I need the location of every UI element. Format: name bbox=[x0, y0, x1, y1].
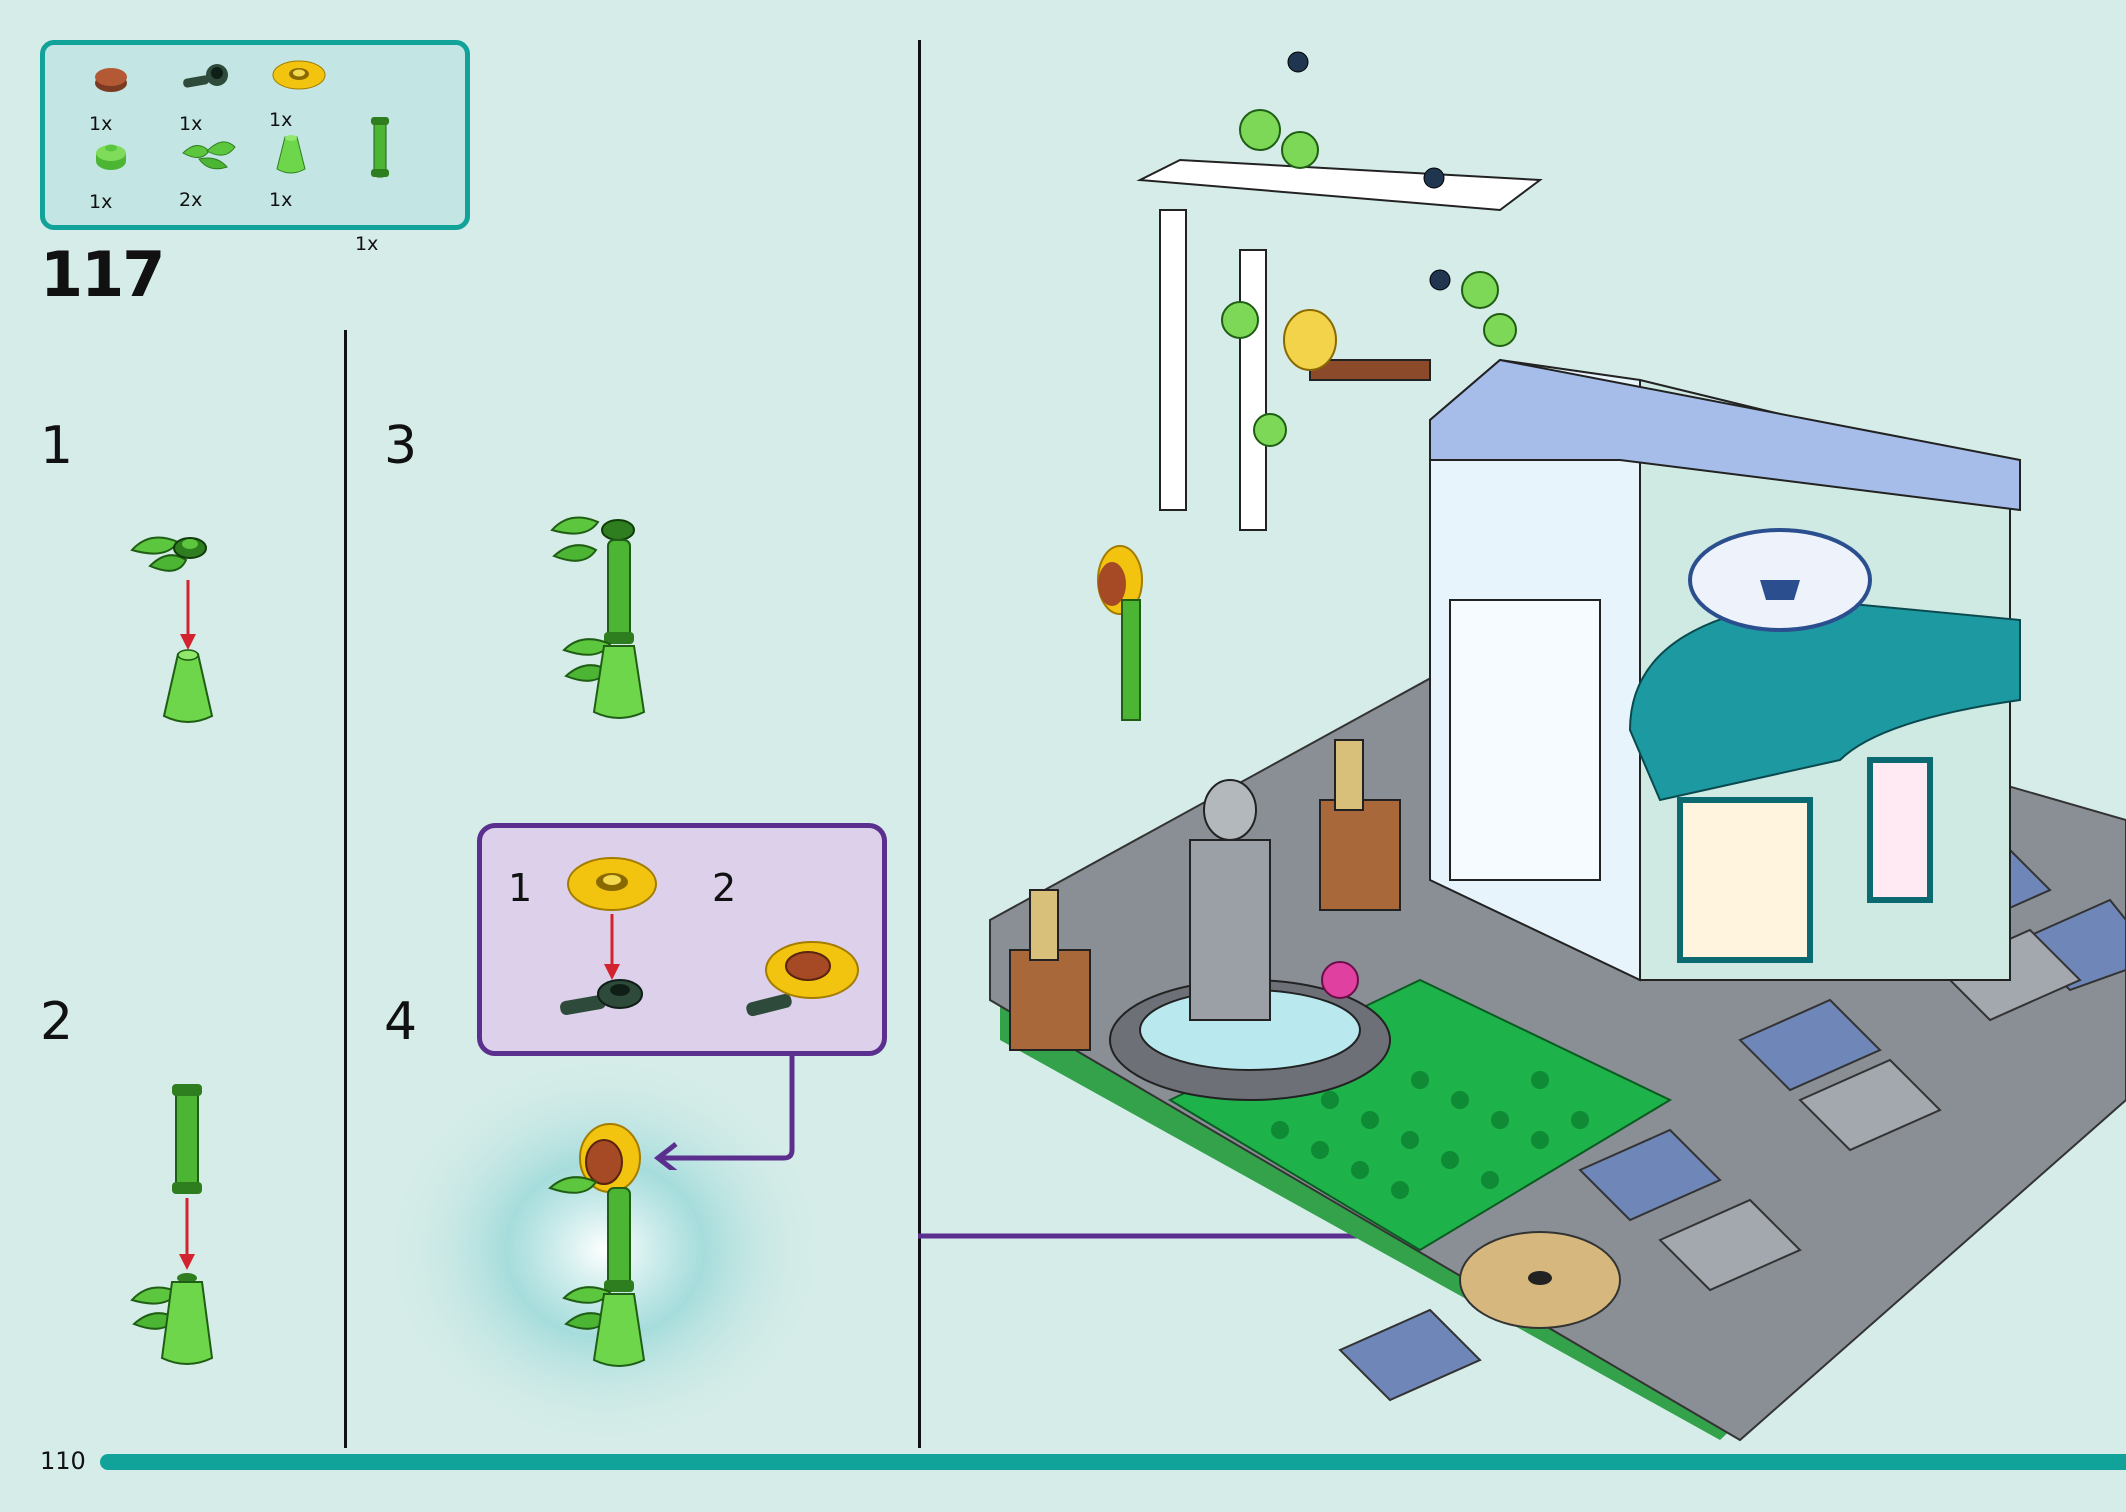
green-bar-icon bbox=[371, 117, 389, 178]
callout-arrow bbox=[653, 1052, 795, 1170]
divider-left bbox=[344, 330, 347, 1448]
parts-list-box: 1x 1x 1x 1x bbox=[40, 40, 470, 255]
substep-1-number: 1 bbox=[40, 416, 74, 476]
substep-3-number: 3 bbox=[384, 416, 418, 476]
divider-main bbox=[918, 40, 921, 1448]
green-cone-icon bbox=[276, 135, 306, 174]
part-qty: 1x bbox=[179, 113, 203, 135]
brown-round-tile-icon bbox=[95, 68, 127, 92]
part-qty: 1x bbox=[89, 191, 113, 213]
yellow-flower-icon bbox=[272, 60, 326, 90]
part-green-round-plate: 1x bbox=[83, 135, 143, 215]
green-round-plate-icon bbox=[96, 144, 126, 170]
part-qty: 2x bbox=[179, 189, 203, 211]
substep-4-highlight-burst bbox=[385, 1055, 825, 1445]
substep-4-number: 4 bbox=[384, 992, 418, 1052]
part-qty: 1x bbox=[355, 233, 379, 255]
part-qty: 1x bbox=[269, 109, 293, 131]
substep-3-illustration bbox=[550, 516, 646, 719]
callout-step-1-illustration bbox=[560, 857, 657, 1015]
part-dark-green-bar-holder: 1x bbox=[173, 57, 233, 137]
substep-2-number: 2 bbox=[40, 992, 74, 1052]
substep-4-illustration bbox=[548, 1123, 646, 1367]
page-number: 110 bbox=[40, 1447, 86, 1475]
callout-step-2-illustration bbox=[746, 941, 859, 1017]
model-illustration bbox=[989, 51, 2126, 1442]
part-brown-round-tile: 1x bbox=[83, 57, 143, 137]
dark-green-bar-holder-icon bbox=[183, 64, 228, 88]
part-green-bar: 1x bbox=[355, 113, 419, 255]
sub-assembly-callout: 1 2 bbox=[477, 823, 887, 1056]
part-qty: 1x bbox=[89, 113, 113, 135]
part-green-leaves: 2x bbox=[173, 133, 236, 213]
part-qty: 1x bbox=[269, 189, 293, 211]
progress-bar bbox=[100, 1454, 2126, 1470]
callout-step-1-number: 1 bbox=[508, 866, 533, 910]
step-number: 117 bbox=[40, 238, 165, 311]
part-yellow-flower: 1x bbox=[263, 53, 326, 133]
substep-2-illustration bbox=[130, 1084, 214, 1365]
part-green-cone: 1x bbox=[263, 133, 323, 213]
callout-step-2-number: 2 bbox=[712, 866, 737, 910]
substep-1-illustration bbox=[130, 536, 214, 723]
green-leaves-icon bbox=[182, 141, 236, 170]
